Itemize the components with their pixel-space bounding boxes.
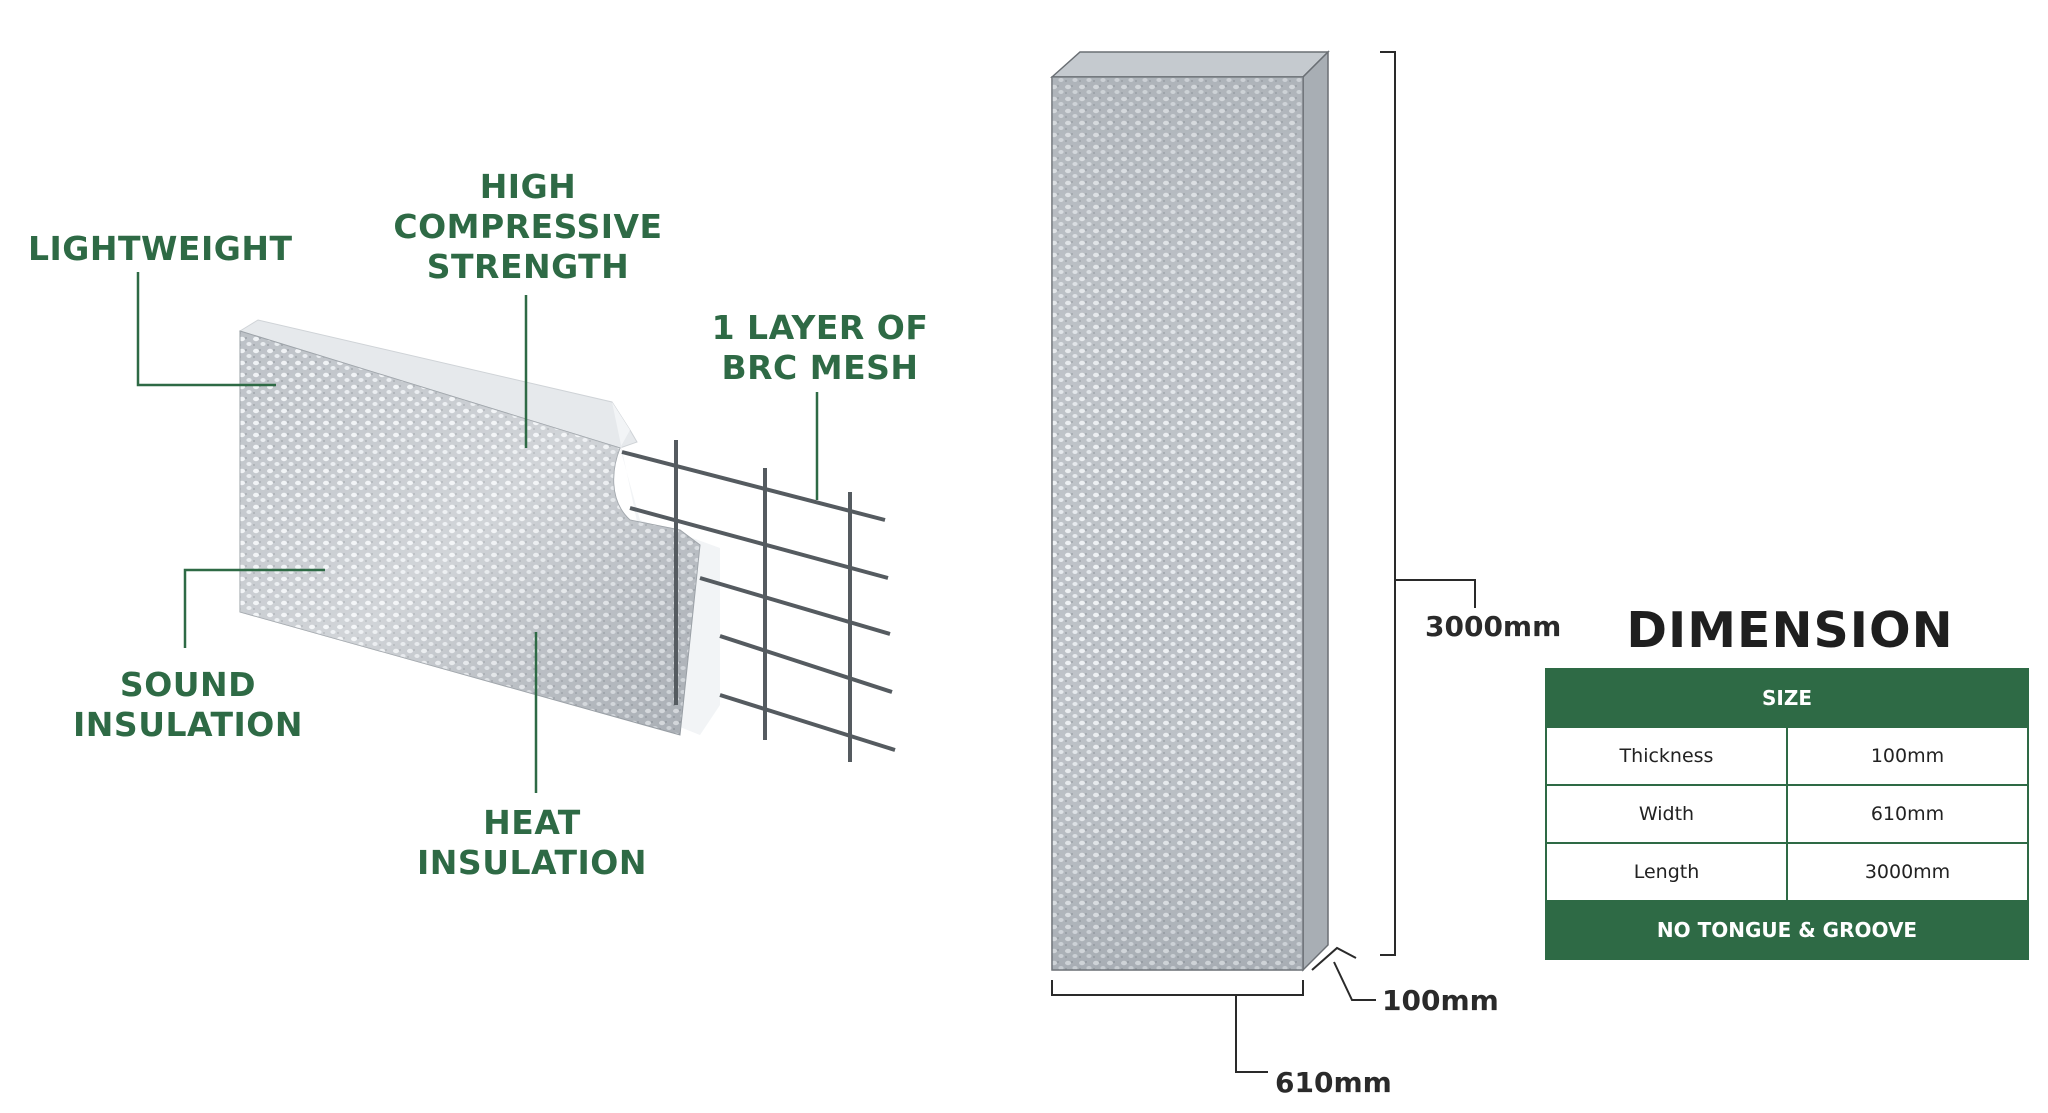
height-dimension-line	[1380, 51, 1396, 956]
label-line: INSULATION	[73, 705, 303, 744]
table-header: SIZE	[1545, 668, 2029, 728]
row-label: Length	[1545, 842, 1788, 902]
dimension-table: SIZE Thickness 100mm Width 610mm Length …	[1545, 668, 2029, 960]
row-value: 100mm	[1786, 726, 2029, 786]
label-sound-insulation: SOUND INSULATION	[68, 665, 308, 745]
height-dimension-leader	[1395, 579, 1476, 608]
label-lightweight: LIGHTWEIGHT	[28, 229, 293, 268]
column-side-face	[1302, 50, 1329, 972]
label-line: HEAT	[483, 803, 581, 842]
label-line: SOUND	[119, 665, 257, 704]
width-dimension-line	[1051, 980, 1304, 996]
width-dimension-leader	[1235, 995, 1268, 1073]
width-dimension-label: 610mm	[1275, 1066, 1392, 1099]
row-label: Width	[1545, 784, 1788, 844]
label-line: 1 LAYER OF	[711, 308, 929, 347]
table-footer-row: NO TONGUE & GROOVE	[1545, 900, 2029, 960]
table-row: Thickness 100mm	[1545, 726, 2029, 786]
label-high-compressive-strength: HIGH COMPRESSIVE STRENGTH	[378, 167, 678, 287]
row-label: Thickness	[1545, 726, 1788, 786]
table-row: Length 3000mm	[1545, 842, 2029, 902]
table-row: Width 610mm	[1545, 784, 2029, 844]
table-footer: NO TONGUE & GROOVE	[1545, 900, 2029, 960]
label-line: STRENGTH	[426, 247, 630, 286]
thickness-dimension-line	[1311, 946, 1357, 971]
column-top-face	[1050, 51, 1330, 78]
brc-mesh	[621, 440, 896, 762]
label-line: HIGH	[479, 167, 577, 206]
row-value: 610mm	[1786, 784, 2029, 844]
label-brc-mesh: 1 LAYER OF BRC MESH	[700, 308, 940, 388]
label-line: INSULATION	[417, 843, 647, 882]
callout-sound	[183, 568, 325, 648]
label-line: COMPRESSIVE	[393, 207, 663, 246]
table-header-row: SIZE	[1545, 668, 2029, 728]
row-value: 3000mm	[1786, 842, 2029, 902]
label-line: BRC MESH	[721, 348, 919, 387]
dimension-title: DIMENSION	[1626, 602, 1954, 659]
callout-lightweight	[136, 272, 276, 387]
thickness-dimension-label: 100mm	[1382, 984, 1499, 1017]
thickness-dimension-leader	[1333, 961, 1376, 1001]
height-dimension-label: 3000mm	[1425, 610, 1562, 643]
label-heat-insulation: HEAT INSULATION	[412, 803, 652, 883]
